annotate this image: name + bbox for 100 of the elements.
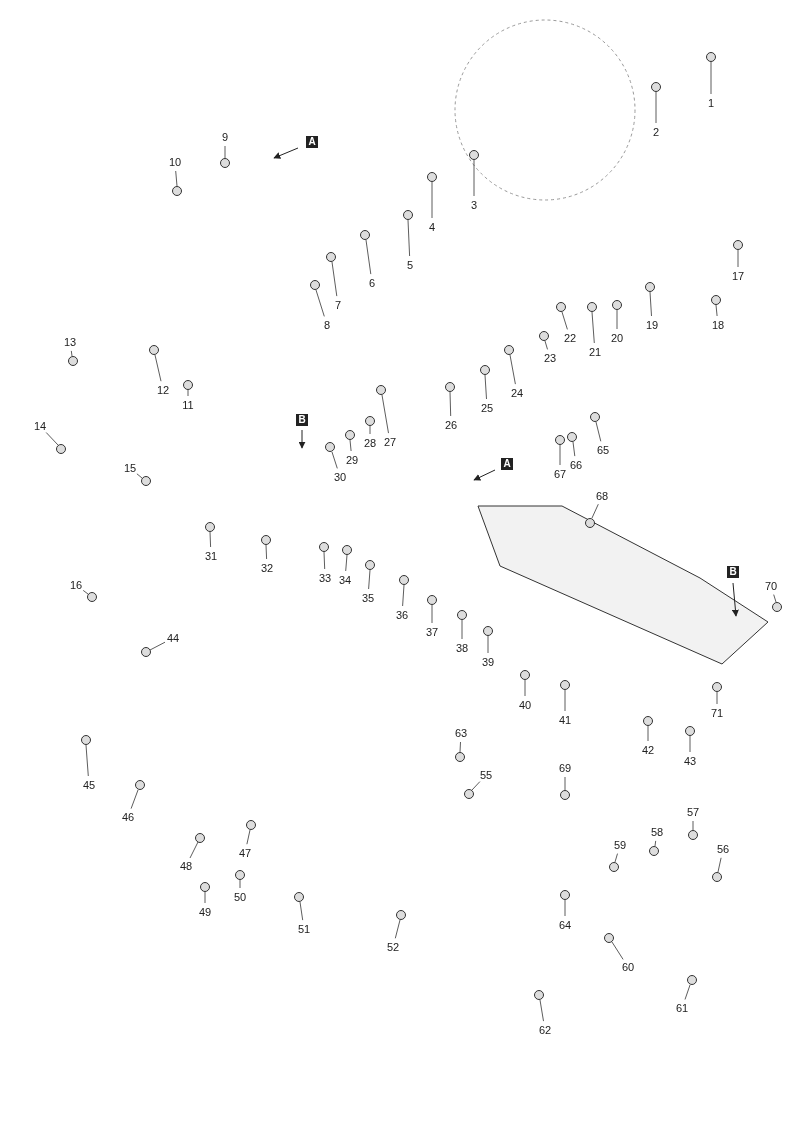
leader-line xyxy=(459,741,461,753)
callout-number: 26 xyxy=(444,418,458,432)
part-marker xyxy=(538,331,549,342)
leader-line xyxy=(204,891,206,904)
callout-number: 2 xyxy=(652,125,660,139)
leader-line xyxy=(524,679,526,697)
callout-number: 66 xyxy=(569,458,583,472)
callout-number: 9 xyxy=(221,130,229,144)
part-marker xyxy=(560,890,570,900)
part-marker xyxy=(195,832,206,843)
part-marker xyxy=(56,443,67,454)
leader-line xyxy=(154,354,162,382)
section-marker: A xyxy=(306,136,318,148)
callout-number: 58 xyxy=(650,825,664,839)
leader-line xyxy=(349,439,352,452)
part-marker xyxy=(649,845,660,856)
leader-line xyxy=(209,531,211,548)
leader-line xyxy=(595,421,602,442)
part-marker xyxy=(376,385,387,396)
leader-line xyxy=(559,444,561,466)
leader-line xyxy=(649,291,652,317)
part-marker xyxy=(80,735,91,745)
callout-number: 47 xyxy=(238,846,252,860)
leader-line xyxy=(407,219,410,257)
callout-number: 43 xyxy=(683,754,697,768)
leader-line xyxy=(449,391,452,417)
leader-line xyxy=(187,389,189,397)
leader-line xyxy=(544,340,548,350)
callout-number: 67 xyxy=(553,467,567,481)
leader-line xyxy=(655,91,657,124)
part-marker xyxy=(402,210,413,220)
callout-number: 23 xyxy=(543,351,557,365)
callout-number: 35 xyxy=(361,591,375,605)
callout-number: 62 xyxy=(538,1023,552,1037)
part-marker xyxy=(520,670,530,680)
callout-number: 70 xyxy=(764,579,778,593)
callout-number: 4 xyxy=(428,220,436,234)
part-marker xyxy=(396,910,407,921)
part-marker xyxy=(644,282,655,292)
part-marker xyxy=(555,435,565,445)
callout-number: 39 xyxy=(481,655,495,669)
part-marker xyxy=(427,172,437,182)
callout-number: 20 xyxy=(610,331,624,345)
callout-number: 32 xyxy=(260,561,274,575)
callout-number: 21 xyxy=(588,345,602,359)
part-marker xyxy=(463,788,474,799)
leader-line xyxy=(572,441,576,457)
part-marker xyxy=(183,380,193,390)
leader-line xyxy=(246,829,251,845)
leader-line xyxy=(368,569,371,590)
part-marker xyxy=(294,892,305,903)
leader-line xyxy=(136,473,143,479)
section-marker: A xyxy=(501,458,513,470)
part-marker xyxy=(685,726,695,736)
leader-line xyxy=(611,941,624,960)
callout-number: 6 xyxy=(368,276,376,290)
callout-number: 10 xyxy=(168,155,182,169)
callout-number: 71 xyxy=(710,706,724,720)
part-marker xyxy=(457,610,467,620)
part-marker xyxy=(172,185,183,196)
part-marker xyxy=(711,871,722,882)
part-marker xyxy=(148,345,159,356)
callout-number: 22 xyxy=(563,331,577,345)
leader-line xyxy=(402,584,405,607)
leader-line xyxy=(484,374,487,400)
leader-line xyxy=(323,551,326,570)
callout-number: 49 xyxy=(198,905,212,919)
leader-line xyxy=(591,503,599,519)
callout-number: 46 xyxy=(121,810,135,824)
part-marker xyxy=(454,752,465,762)
callout-number: 29 xyxy=(345,453,359,467)
leader-line xyxy=(564,899,566,917)
part-marker xyxy=(643,716,653,726)
leader-line xyxy=(737,249,739,268)
part-marker xyxy=(483,626,493,636)
part-marker xyxy=(560,680,570,690)
part-marker xyxy=(651,82,661,92)
callout-number: 15 xyxy=(123,461,137,475)
part-marker xyxy=(235,870,245,880)
callout-number: 5 xyxy=(406,258,414,272)
callout-number: 61 xyxy=(675,1001,689,1015)
part-marker xyxy=(688,830,698,840)
part-marker xyxy=(427,595,437,605)
callout-number: 38 xyxy=(455,641,469,655)
part-marker xyxy=(710,295,721,305)
leader-line xyxy=(616,309,618,330)
leader-line xyxy=(431,181,433,219)
leader-line xyxy=(369,425,371,435)
callout-number: 1 xyxy=(707,96,715,110)
callout-number: 33 xyxy=(318,571,332,585)
leader-line xyxy=(85,744,89,777)
part-marker xyxy=(204,522,215,532)
callout-number: 16 xyxy=(69,578,83,592)
leader-line xyxy=(331,451,338,469)
leader-line xyxy=(299,901,304,921)
callout-number: 31 xyxy=(204,549,218,563)
part-marker xyxy=(260,535,271,545)
part-marker xyxy=(555,302,566,313)
leader-line xyxy=(509,354,516,385)
leader-line xyxy=(345,554,348,572)
